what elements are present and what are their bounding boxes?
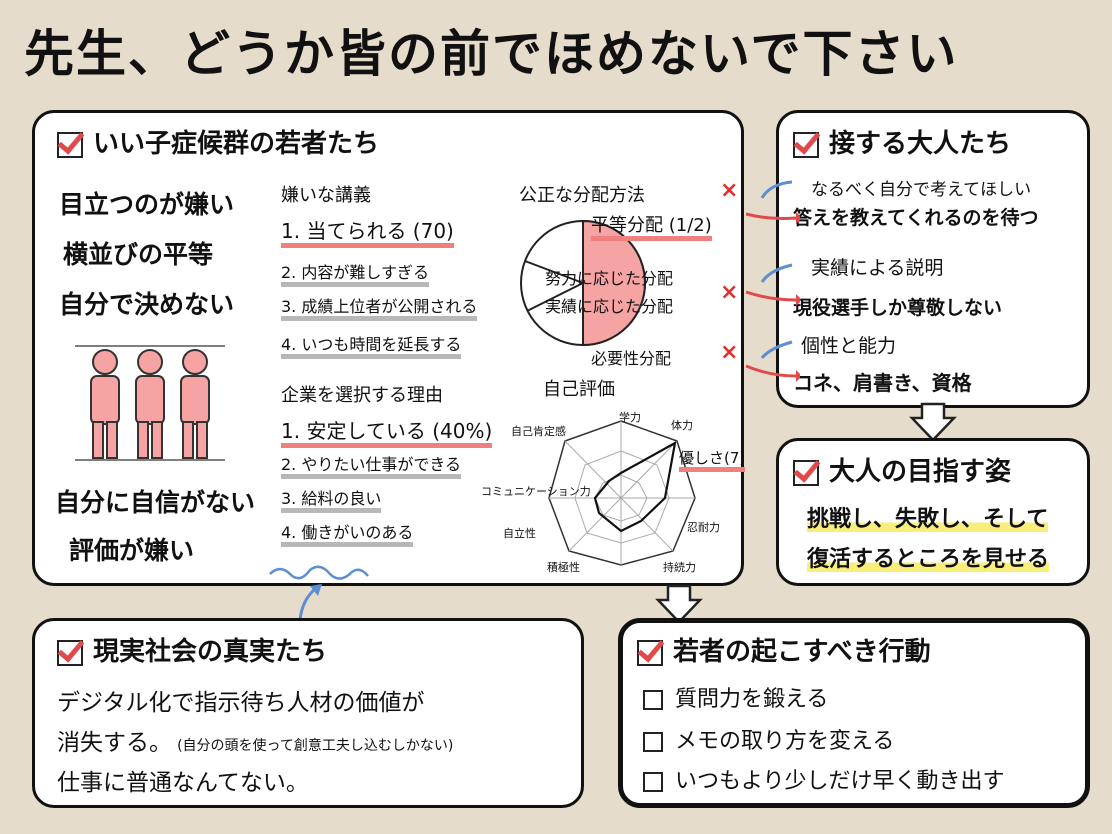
reality-panel: 現実社会の真実たち デジタル化で指示待ち人材の価値が 消失する。 (自分の頭を使… xyxy=(32,618,584,808)
radar-axis-2: 体力 xyxy=(671,419,693,432)
adults-heading-text: 接する大人たち xyxy=(829,129,1012,159)
dislike-2: 2. 内容が難しすぎる xyxy=(281,259,430,287)
reality-line-2-main: 消失する。 xyxy=(57,730,172,756)
checkmark-icon xyxy=(57,639,83,666)
company-2-text: 2. やりたい仕事ができる xyxy=(281,455,462,479)
company-3: 3. 給料の良い xyxy=(281,485,382,513)
reality-line-1: デジタル化で指示待ち人材の価値が xyxy=(57,690,425,716)
dislike-4-text: 4. いつも時間を延長する xyxy=(281,335,462,359)
radar-axis-8: コミュニケーション力 xyxy=(481,485,591,498)
company-2: 2. やりたい仕事ができる xyxy=(281,451,462,479)
action-item-3: いつもより少しだけ早く動き出す xyxy=(643,763,1005,795)
checkmark-icon xyxy=(793,459,819,486)
radar-axis-9: 自己肯定感 xyxy=(511,425,566,438)
checkbox[interactable] xyxy=(643,772,663,792)
reality-line-3: 仕事に普通なんてない。 xyxy=(57,770,309,796)
trait-1: 目立つのが嫌い xyxy=(59,190,235,219)
checkbox[interactable] xyxy=(643,732,663,752)
trait-2: 横並びの平等 xyxy=(63,240,214,269)
goal-line-2-text: 復活するところを見せる xyxy=(807,547,1050,572)
young-people-heading: いい子症候群の若者たち xyxy=(57,123,379,160)
goal-line-1: 挑戦し、失敗し、そして xyxy=(807,501,1049,533)
adults-sub-3: 個性と能力 xyxy=(801,335,897,357)
checkmark-icon xyxy=(637,639,663,666)
radar-axis-7: 自立性 xyxy=(503,527,536,540)
young-people-heading-text: いい子症候群の若者たち xyxy=(93,129,380,159)
adults-panel: 接する大人たち なるべく自分で考えてほしい 答えを教えてくれるのを待つ 実績によ… xyxy=(776,110,1090,408)
pie-chart xyxy=(520,219,646,347)
page-title: 先生、どうか皆の前でほめないで下さい xyxy=(24,25,959,83)
pie-label-1-text: 平等分配 (1/2) xyxy=(591,215,712,241)
radar-axis-3-text: 優しさ(7) xyxy=(679,449,746,472)
dislike-1: 1. 当てられる (70) xyxy=(281,215,454,248)
company-1-text: 1. 安定している (40%) xyxy=(281,419,493,448)
radar-axis-6: 積極性 xyxy=(547,561,580,574)
radar-axis-4: 忍耐力 xyxy=(687,521,720,534)
dislike-3: 3. 成績上位者が公開される xyxy=(281,293,478,321)
radar-axis-1: 学力 xyxy=(619,411,641,424)
adults-main-3: コネ、肩書き、資格 xyxy=(793,371,972,395)
checkmark-icon xyxy=(793,131,819,158)
squiggle-pointer xyxy=(269,565,369,621)
company-1: 1. 安定している (40%) xyxy=(281,415,493,448)
adult-goal-panel: 大人の目指す姿 挑戦し、失敗し、そして 復活するところを見せる xyxy=(776,438,1090,586)
dislikes-title: 嫌いな講義 xyxy=(281,185,371,206)
checkbox[interactable] xyxy=(643,690,663,710)
radar-title: 自己評価 xyxy=(543,379,615,400)
action-item-1: 質問力を鍛える xyxy=(643,681,828,713)
goal-line-2: 復活するところを見せる xyxy=(807,541,1050,573)
checkmark-icon xyxy=(57,131,83,158)
people-illustration xyxy=(75,345,225,461)
radar-chart xyxy=(548,420,696,566)
connector-arrows xyxy=(745,180,800,382)
action-item-2: メモの取り方を変える xyxy=(643,723,894,755)
goal-heading: 大人の目指す姿 xyxy=(793,451,1011,488)
goal-line-1-text: 挑戦し、失敗し、そして xyxy=(807,507,1049,532)
pie-label-2: 努力に応じた分配 xyxy=(545,269,674,288)
goal-heading-text: 大人の目指す姿 xyxy=(829,457,1012,487)
adults-sub-2: 実績による説明 xyxy=(811,257,944,279)
action-item-3-text: いつもより少しだけ早く動き出す xyxy=(675,769,1005,794)
trait-4: 自分に自信がない xyxy=(55,488,256,517)
dislike-3-text: 3. 成績上位者が公開される xyxy=(281,297,478,321)
adults-heading: 接する大人たち xyxy=(793,123,1011,160)
youth-action-panel: 若者の起こすべき行動 質問力を鍛える メモの取り方を変える いつもより少しだけ早… xyxy=(618,618,1090,808)
action-item-2-text: メモの取り方を変える xyxy=(675,729,895,754)
pie-label-3: 実績に応じた分配 xyxy=(545,297,674,316)
dislike-2-text: 2. 内容が難しすぎる xyxy=(281,263,430,287)
x-mark-icon: × xyxy=(720,178,739,203)
pie-label-1: 平等分配 (1/2) xyxy=(591,211,712,241)
radar-axis-5: 持続力 xyxy=(663,561,696,574)
dislike-1-text: 1. 当てられる (70) xyxy=(281,219,454,248)
reality-line-2-note: (自分の頭を使って創意工夫し込むしかない) xyxy=(177,738,454,754)
company-4-text: 4. 働きがいのある xyxy=(281,523,414,547)
company-4: 4. 働きがいのある xyxy=(281,519,414,547)
pie-title: 公正な分配方法 xyxy=(519,185,645,206)
reality-heading: 現実社会の真実たち xyxy=(57,631,327,668)
young-people-panel: いい子症候群の若者たち 目立つのが嫌い 横並びの平等 自分で決めない 自分に自信… xyxy=(32,110,746,586)
trait-5: 評価が嫌い xyxy=(69,536,195,565)
trait-3: 自分で決めない xyxy=(59,290,235,319)
down-arrow-icon xyxy=(655,584,703,624)
dislike-4: 4. いつも時間を延長する xyxy=(281,331,462,359)
action-heading: 若者の起こすべき行動 xyxy=(637,631,931,668)
action-item-1-text: 質問力を鍛える xyxy=(675,687,829,712)
adults-sub-1: なるべく自分で考えてほしい xyxy=(811,180,1032,200)
x-mark-icon: × xyxy=(720,340,739,365)
pie-label-4: 必要性分配 xyxy=(591,349,672,368)
reality-heading-text: 現実社会の真実たち xyxy=(93,637,328,667)
action-heading-text: 若者の起こすべき行動 xyxy=(673,637,931,667)
company-3-text: 3. 給料の良い xyxy=(281,489,382,513)
x-mark-icon: × xyxy=(720,280,739,305)
reality-line-2: 消失する。 (自分の頭を使って創意工夫し込むしかない) xyxy=(57,723,453,757)
adults-main-1: 答えを教えてくれるのを待つ xyxy=(793,207,1039,229)
down-arrow-icon xyxy=(909,402,957,442)
radar-axis-3: 優しさ(7) xyxy=(679,447,746,472)
company-title: 企業を選択する理由 xyxy=(281,385,443,406)
adults-main-2: 現役選手しか尊敬しない xyxy=(793,297,1003,319)
